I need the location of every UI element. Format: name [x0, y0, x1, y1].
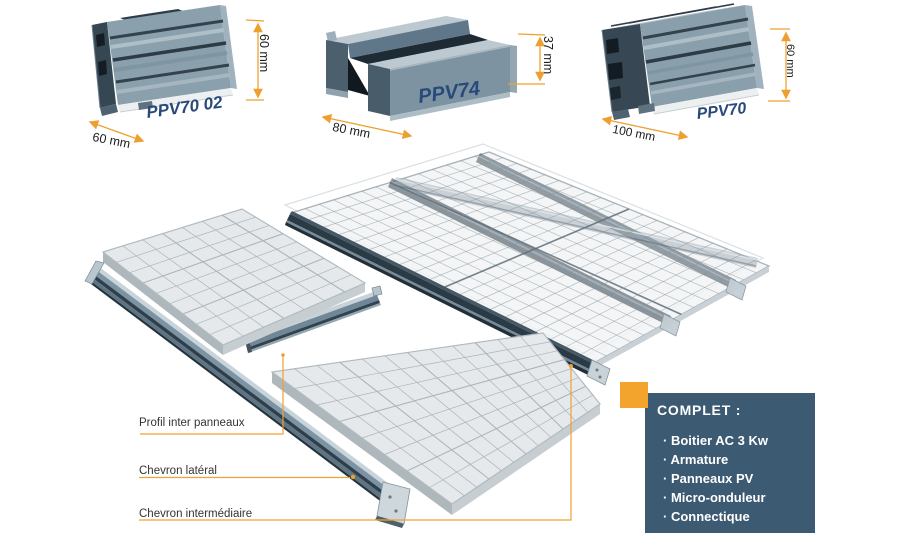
profile-2-height-dim: 37 mm — [541, 36, 555, 75]
kit-item: Connectique — [663, 507, 807, 526]
orange-accent-square — [620, 382, 648, 408]
profile-3-height-dim: 60 mm — [784, 44, 796, 78]
panel-grid — [294, 336, 594, 496]
callout-profil-inter-panneaux: Profil inter panneaux — [139, 417, 245, 429]
kit-items-list: Boitier AC 3 Kw Armature Panneaux PV Mic… — [657, 431, 807, 526]
profile-ppv70-dimensions — [601, 28, 791, 141]
profile-ppv70-02-drawing — [91, 5, 237, 116]
panel-grid — [116, 214, 352, 337]
profile-ppv70-02-dimensions — [88, 19, 265, 143]
solar-panel-single-1 — [101, 208, 367, 355]
callout-chevron-lateral: Chevron latéral — [139, 465, 217, 477]
chevron-lateral-rail — [84, 260, 411, 528]
solar-panel-single-2 — [270, 332, 601, 515]
kit-item: Boitier AC 3 Kw — [663, 431, 807, 450]
kit-item: Micro-onduleur — [663, 488, 807, 507]
profile-ppv74-dimensions — [321, 33, 546, 140]
profile-1-height-dim: 60 mm — [257, 34, 271, 73]
panel-grid — [304, 156, 757, 357]
kit-item: Panneaux PV — [663, 469, 807, 488]
callout-leader-lines — [139, 353, 573, 521]
profile-ppv74-drawing — [326, 16, 517, 121]
assembled-panel-array — [283, 143, 771, 386]
kit-box-title: COMPLET : — [657, 402, 742, 418]
kit-item: Armature — [663, 450, 807, 469]
profile-ppv70-drawing — [601, 3, 764, 120]
callout-chevron-intermediaire: Chevron intermédiaire — [139, 508, 253, 520]
kit-contents-box: COMPLET : Boitier AC 3 Kw Armature Panne… — [645, 393, 815, 533]
